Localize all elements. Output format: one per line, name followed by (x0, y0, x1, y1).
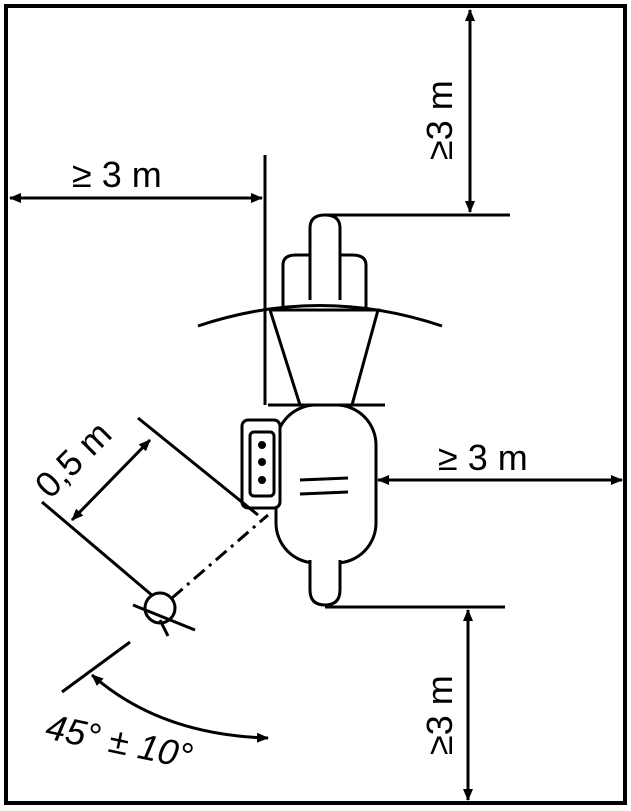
angle-label: 45° ± 10° (42, 706, 196, 777)
machine-body-mark-1 (299, 476, 349, 482)
operator-extension-upper (137, 416, 259, 517)
machine-tail (308, 560, 342, 607)
operator-distance-label: 0,5 m (27, 413, 120, 506)
machine-body-mark-2 (299, 490, 349, 496)
operator-base-line (132, 603, 196, 632)
control-knob (258, 476, 266, 484)
frame-border (4, 4, 627, 805)
angle-arc (91, 673, 269, 743)
machine-blade (281, 253, 368, 310)
top-clearance-label: ≥3 m (419, 80, 460, 160)
control-knob (258, 458, 266, 466)
swing-arc (197, 304, 443, 328)
right-clearance-label: ≥ 3 m (438, 437, 528, 478)
control-panel-inner (248, 430, 276, 498)
machine-boom (267, 308, 380, 407)
left-clearance-label: ≥ 3 m (72, 154, 162, 195)
operator-position (143, 591, 177, 625)
operator-base-tick (158, 619, 170, 637)
operator-distance-arrow (70, 438, 152, 522)
machine-tool (308, 213, 342, 300)
angle-reference-line (61, 640, 131, 694)
bottom-clearance-label: ≥3 m (419, 675, 460, 755)
control-knob (258, 441, 266, 449)
sight-line (171, 513, 269, 600)
machine-body (274, 403, 378, 565)
operator-extension-lower (41, 500, 161, 604)
